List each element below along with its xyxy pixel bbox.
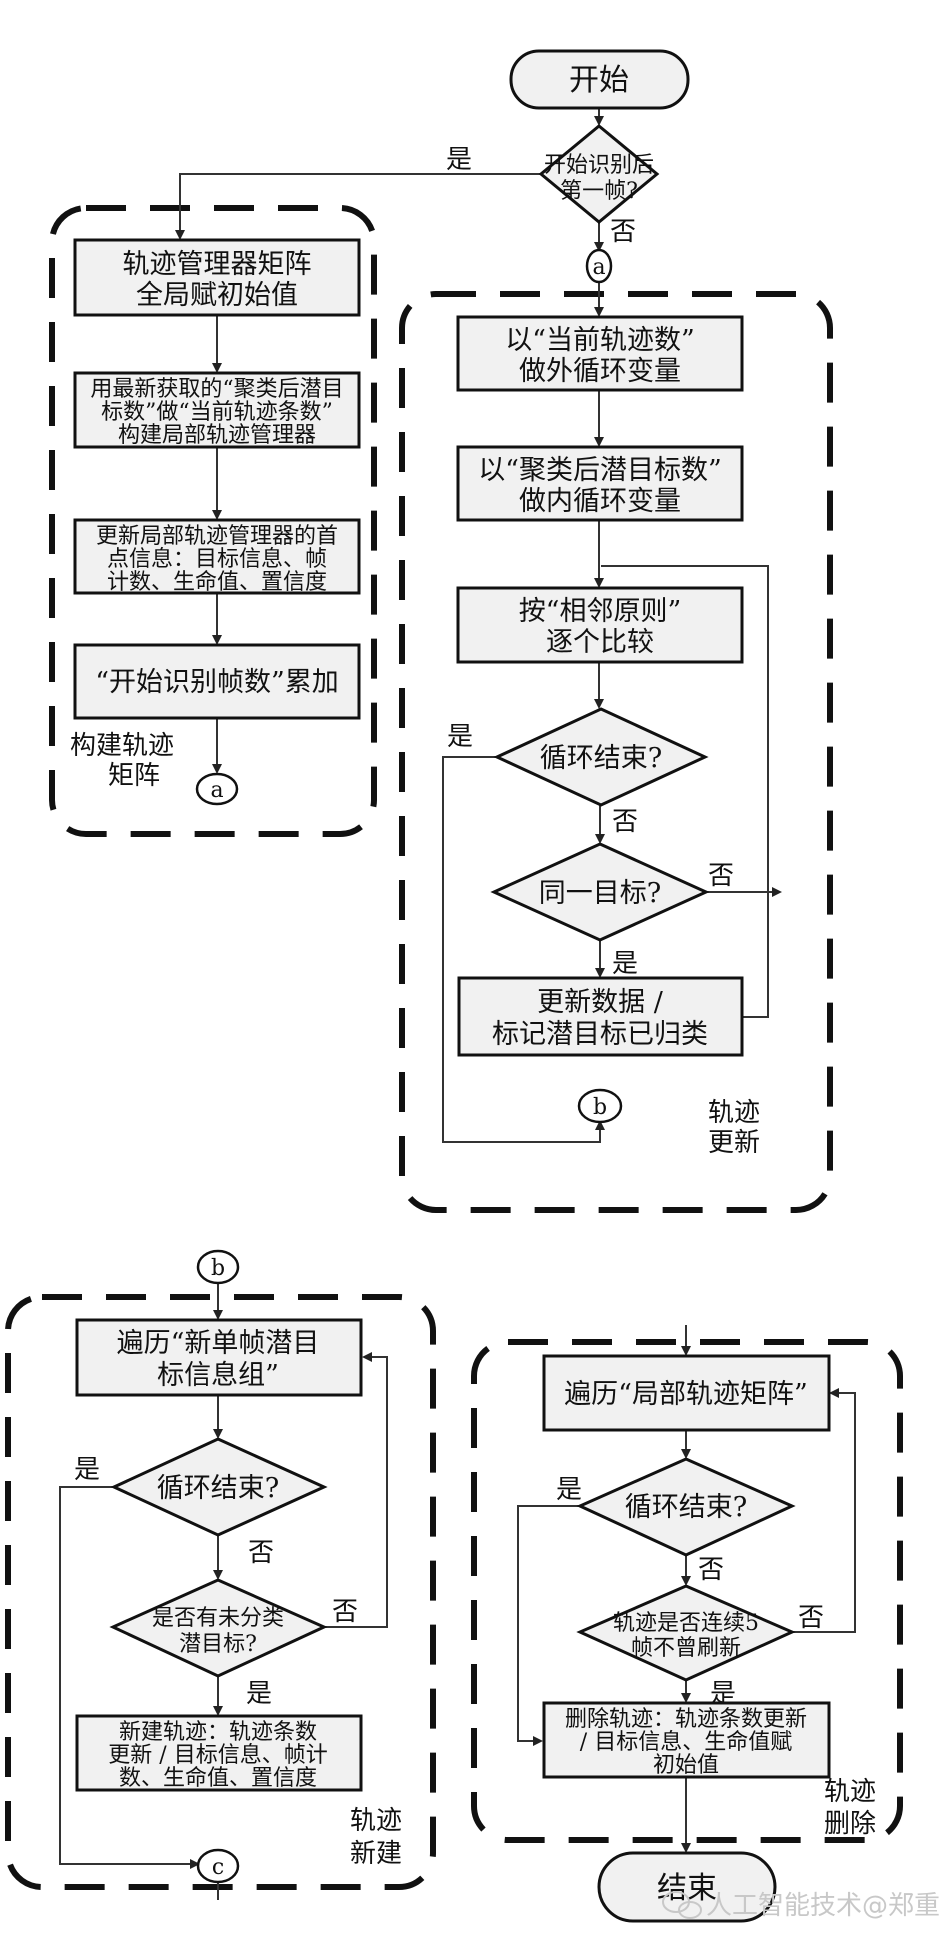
process-build-local-line1: 用最新获取的“聚类后潜目: [90, 377, 343, 402]
process-build-local-line3: 构建局部轨迹管理器: [118, 423, 316, 448]
process-accumulate-frames: “开始识别帧数”累加: [73, 643, 361, 720]
process-new-track-line2: 更新 / 目标信息、帧计: [108, 1743, 327, 1768]
process-inner-loop-line1: 以“聚类后潜目标数”: [478, 455, 722, 486]
edge-label-no: 否: [612, 807, 638, 837]
start-label: 开始: [569, 63, 629, 98]
connector-b-top: b: [196, 1249, 240, 1285]
process-inner-loop: 以“聚类后潜目标数” 做内循环变量: [456, 445, 744, 522]
decision-stale-5-frames: 轨迹是否连续5 帧不曾刷新: [576, 1584, 796, 1682]
process-update-first-point-line1: 更新局部轨迹管理器的首: [96, 524, 338, 549]
group-build-matrix: [49, 205, 377, 837]
edge-label-yes: 是: [446, 145, 472, 175]
decision-loop-end-2: 循环结束?: [110, 1437, 328, 1537]
decision-same-target-label: 同一目标?: [539, 878, 661, 909]
decision-unclassified: 是否有未分类 潜目标?: [109, 1578, 328, 1678]
process-new-track-line3: 数、生命值、置信度: [119, 1766, 317, 1791]
decision-loop-end-3-label: 循环结束?: [625, 1492, 747, 1523]
edge-label-yes: 是: [74, 1455, 100, 1485]
process-accumulate-frames-line1: “开始识别帧数”累加: [95, 667, 339, 698]
connector-a-left: a: [195, 772, 239, 806]
process-delete-track: 删除轨迹：轨迹条数更新 / 目标信息、生命值赋 初始值: [542, 1701, 831, 1779]
process-outer-loop-line1: 以“当前轨迹数”: [505, 325, 695, 356]
decision-loop-end-1-label: 循环结束?: [540, 743, 662, 774]
process-delete-track-line1: 删除轨迹：轨迹条数更新: [565, 1707, 807, 1732]
group-create-label-line2: 新建: [350, 1839, 402, 1869]
connector-c: c: [196, 1848, 240, 1884]
decision-first-frame-line1: 开始识别后: [544, 153, 654, 178]
edge-label-no: 否: [698, 1555, 724, 1585]
process-update-first-point-line2: 点信息：目标信息、帧: [107, 547, 327, 572]
decision-first-frame-line2: 第一帧?: [560, 179, 638, 204]
connector-a-left-label: a: [210, 778, 223, 803]
process-init-matrix: 轨迹管理器矩阵 全局赋初始值: [73, 238, 361, 317]
connector-a-top: a: [585, 248, 613, 284]
edge-label-yes: 是: [556, 1475, 582, 1505]
connector-b-top-label: b: [211, 1256, 225, 1281]
process-compare: 按“相邻原则” 逐个比较: [456, 586, 744, 664]
decision-loop-end-2-label: 循环结束?: [157, 1473, 279, 1504]
process-compare-line1: 按“相邻原则”: [519, 596, 682, 627]
process-new-track-line1: 新建轨迹：轨迹条数: [119, 1720, 317, 1745]
edges: [59, 108, 856, 1900]
process-update-first-point: 更新局部轨迹管理器的首 点信息：目标信息、帧 计数、生命值、置信度: [73, 518, 361, 595]
edge-label-no: 否: [610, 217, 636, 247]
start-terminal: 开始: [509, 49, 690, 110]
group-update-label-line2: 更新: [708, 1128, 760, 1158]
connector-c-label: c: [212, 1855, 224, 1880]
process-init-matrix-line2: 全局赋初始值: [136, 280, 298, 311]
end-terminal: 结束: [597, 1851, 777, 1923]
group-track-create: [5, 1294, 436, 1890]
connector-b-mid: b: [577, 1088, 623, 1124]
watermark-text: 人工智能技术@郑重: [706, 1891, 940, 1921]
decision-loop-end-3: 循环结束?: [576, 1457, 796, 1557]
process-traverse-local: 遍历“局部轨迹矩阵”: [542, 1354, 831, 1432]
connector-a-label: a: [592, 255, 605, 280]
edge-label-no: 否: [798, 1603, 824, 1633]
process-build-local-line2: 标数”做“当前轨迹条数”: [101, 400, 333, 425]
watermark: 人工智能技术@郑重: [662, 1891, 940, 1921]
group-track-update: [399, 291, 833, 1213]
process-update-first-point-line3: 计数、生命值、置信度: [107, 570, 327, 595]
process-init-matrix-line1: 轨迹管理器矩阵: [123, 249, 312, 280]
process-new-track: 新建轨迹：轨迹条数 更新 / 目标信息、帧计 数、生命值、置信度: [75, 1714, 363, 1792]
edge-label-no: 否: [332, 1597, 358, 1627]
edge-label-yes: 是: [612, 949, 638, 979]
decision-first-frame: 开始识别后 第一帧?: [538, 124, 660, 224]
decision-stale-5-line2: 帧不曾刷新: [631, 1636, 741, 1661]
end-label: 结束: [657, 1871, 717, 1906]
process-outer-loop-line2: 做外循环变量: [519, 356, 681, 387]
decision-loop-end-1: 循环结束?: [493, 707, 709, 807]
process-traverse-local-label: 遍历“局部轨迹矩阵”: [564, 1379, 808, 1410]
process-inner-loop-line2: 做内循环变量: [519, 486, 681, 517]
process-outer-loop: 以“当前轨迹数” 做外循环变量: [456, 315, 744, 392]
process-traverse-new-line2: 标信息组”: [157, 1360, 279, 1391]
edge-label-yes: 是: [246, 1679, 272, 1709]
group-build-label-line2: 矩阵: [108, 761, 160, 791]
decision-stale-5-line1: 轨迹是否连续5: [613, 1611, 759, 1636]
edge-label-no: 否: [248, 1538, 274, 1568]
wechat-icon: [662, 1891, 702, 1919]
group-update-label-line1: 轨迹: [708, 1098, 760, 1128]
process-compare-line2: 逐个比较: [546, 627, 654, 658]
process-build-local: 用最新获取的“聚类后潜目 标数”做“当前轨迹条数” 构建局部轨迹管理器: [73, 371, 361, 449]
process-update-data: 更新数据 / 标记潜目标已归类: [457, 976, 744, 1057]
process-delete-track-line2: / 目标信息、生命值赋: [580, 1730, 792, 1755]
group-create-label-line1: 轨迹: [350, 1806, 402, 1836]
group-delete-label-line1: 轨迹: [824, 1777, 876, 1807]
process-traverse-new-line1: 遍历“新单帧潜目: [117, 1328, 320, 1359]
edge-label-no: 否: [708, 861, 734, 891]
decision-unclassified-line2: 潜目标?: [179, 1632, 257, 1657]
process-delete-track-line3: 初始值: [653, 1753, 719, 1778]
process-update-data-line2: 标记潜目标已归类: [492, 1019, 708, 1050]
decision-unclassified-line1: 是否有未分类: [152, 1606, 284, 1631]
edge-label-yes: 是: [447, 722, 473, 752]
process-update-data-line1: 更新数据 /: [537, 987, 664, 1018]
connector-b-mid-label: b: [593, 1095, 607, 1120]
decision-same-target: 同一目标?: [490, 842, 710, 942]
group-build-label-line1: 构建轨迹: [70, 731, 174, 761]
group-delete-label-line2: 删除: [824, 1809, 876, 1839]
process-traverse-new: 遍历“新单帧潜目 标信息组”: [75, 1318, 363, 1397]
